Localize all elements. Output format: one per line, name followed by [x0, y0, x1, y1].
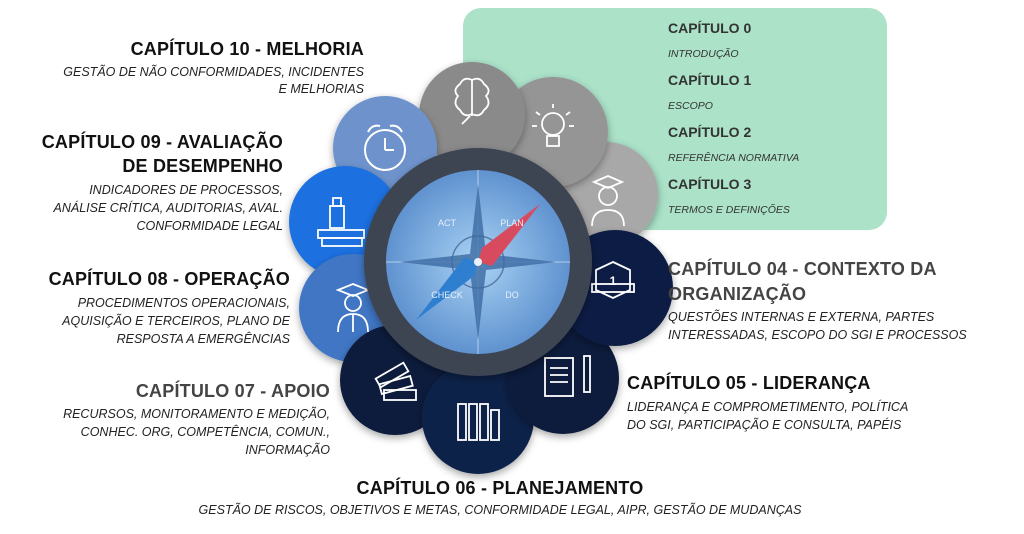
ch07-line2: CONHEC. ORG, COMPETÊNCIA, COMUN.,	[80, 425, 330, 439]
plan-label: PLAN	[500, 218, 524, 228]
ch07-line3: INFORMAÇÃO	[245, 443, 330, 457]
books-trophy-icon	[317, 197, 365, 247]
ch04-line2: INTERESSADAS, ESCOPO DO SGI E PROCESSOS	[668, 328, 967, 342]
ch06-title: CAPÍTULO 06 - PLANEJAMENTO	[356, 478, 644, 498]
ch08-line2: AQUISIÇÃO E TERCEIROS, PLANO DE	[62, 314, 290, 328]
badge-number: 1	[610, 274, 617, 288]
document-pen-icon	[544, 355, 591, 397]
ch09-line2: ANÁLISE CRÍTICA, AUDITORIAS, AVAL.	[53, 201, 283, 215]
ch2-title: CAPÍTULO 2	[668, 124, 752, 140]
ch08-title: CAPÍTULO 08 - OPERAÇÃO	[48, 269, 290, 289]
ch08-line1: PROCEDIMENTOS OPERACIONAIS,	[77, 296, 290, 310]
petal-ch06	[422, 362, 534, 474]
pdca-compass: ACT PLAN CHECK DO	[364, 148, 592, 376]
alarm-clock-icon	[364, 124, 406, 171]
ch10-line1: GESTÃO DE NÃO CONFORMIDADES, INCIDENTES	[63, 65, 364, 79]
ch09-line3: CONFORMIDADE LEGAL	[136, 219, 283, 233]
ch3-title: CAPÍTULO 3	[668, 176, 752, 192]
do-label: DO	[505, 290, 519, 300]
graduate-icon	[591, 175, 625, 227]
brain-icon	[454, 77, 490, 125]
ch04-title-line1: CAPÍTULO 04 - CONTEXTO DA	[668, 259, 937, 279]
lightbulb-icon	[532, 104, 574, 147]
ch3-subtitle: TERMOS E DEFINIÇÕES	[668, 204, 790, 216]
ch05-line1: LIDERANÇA E COMPROMETIMENTO, POLÍTICA	[627, 400, 909, 414]
binders-icon	[457, 403, 500, 441]
ch09-title-line1: CAPÍTULO 09 - AVALIAÇÃO	[41, 132, 283, 152]
ch05-title: CAPÍTULO 05 - LIDERANÇA	[627, 373, 871, 393]
check-label: CHECK	[431, 290, 463, 300]
ch05-line2: DO SGI, PARTICIPAÇÃO E CONSULTA, PAPÉIS	[627, 418, 902, 432]
ch1-title: CAPÍTULO 1	[668, 72, 752, 88]
act-label: ACT	[438, 218, 457, 228]
ch10-line2: E MELHORIAS	[278, 82, 364, 96]
ch04-line1: QUESTÕES INTERNAS E EXTERNA, PARTES	[668, 310, 935, 324]
ch0-title: CAPÍTULO 0	[668, 20, 752, 36]
ch2-subtitle: REFERÊNCIA NORMATIVA	[668, 152, 800, 164]
ch09-title-line2: DE DESEMPENHO	[122, 156, 283, 176]
badge-number-icon	[591, 261, 635, 299]
ch08-line3: RESPOSTA A EMERGÊNCIAS	[116, 332, 290, 346]
ch1-subtitle: ESCOPO	[668, 100, 713, 112]
ch07-title: CAPÍTULO 07 - APOIO	[135, 381, 330, 401]
ch10-title: CAPÍTULO 10 - MELHORIA	[130, 39, 364, 59]
ch06-line1: GESTÃO DE RISCOS, OBJETIVOS E METAS, CON…	[198, 503, 802, 517]
ch04-title-line2: ORGANIZAÇÃO	[668, 284, 807, 304]
ch07-line1: RECURSOS, MONITORAMENTO E MEDIÇÃO,	[63, 407, 330, 421]
ch09-line1: INDICADORES DE PROCESSOS,	[89, 183, 283, 197]
ch0-subtitle: INTRODUÇÃO	[668, 48, 739, 60]
color-swatch-icon	[374, 361, 417, 401]
